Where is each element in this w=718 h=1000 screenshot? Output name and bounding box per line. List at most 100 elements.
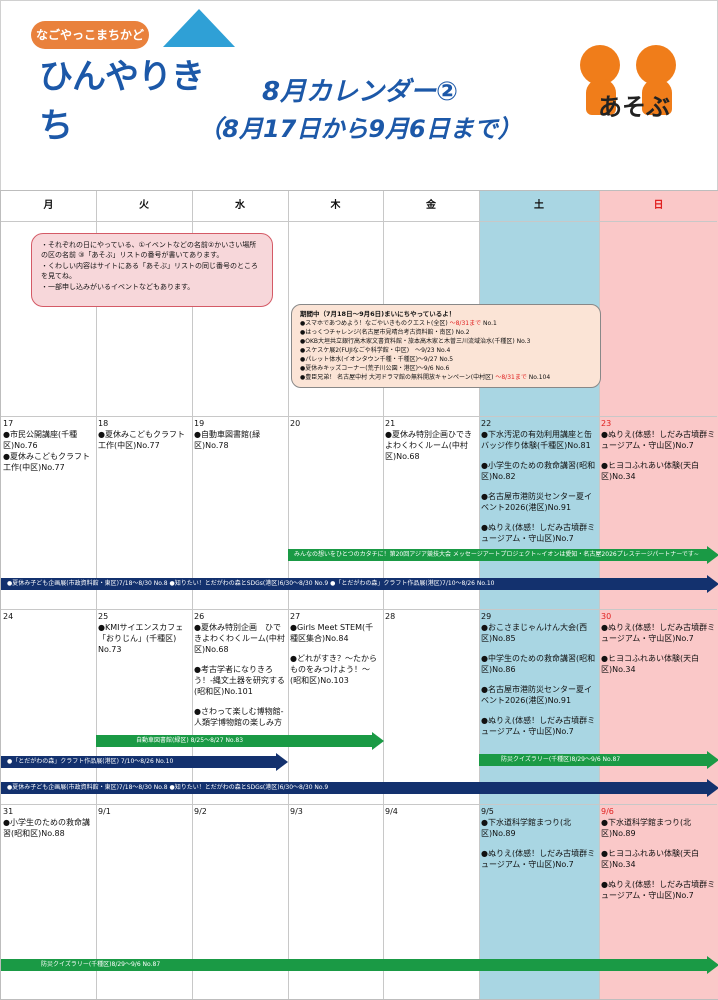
day-number: 31 — [3, 807, 14, 816]
note-line: ・一部申し込みがいるイベントなどもあります。 — [41, 283, 195, 291]
day-cell[interactable]: 19 ●自動車図書館(緑区)No.78 — [192, 417, 288, 567]
event-bar[interactable]: 防災クイズラリー(千種区)8/29～9/6 No.87 — [1, 956, 718, 974]
day-cell[interactable]: 18 ●夏休みこどもクラフト工作(中区)No.77 — [96, 417, 192, 567]
event-item[interactable]: ●おこさまじゃんけん大会(西区)No.85 — [481, 623, 588, 643]
event-item[interactable]: ●下水汚泥の有効利用講座と缶バッジ作り体験(千種区)No.81 — [481, 430, 592, 450]
bar-body — [96, 735, 372, 747]
event-item[interactable]: ●どれがすき？～たからものをみつけよう！～(昭和区)No.103 — [290, 654, 377, 685]
bar-label: 自動車図書館(緑区) 8/25～8/27 No.83 — [136, 737, 244, 744]
sunday-column-bg — [599, 191, 718, 999]
event-item[interactable]: ●さわって楽しむ博物館-人類学博物館の楽しみ方(昭和区)No.102 — [194, 707, 284, 726]
day-number: 9/6 — [601, 807, 614, 816]
ongoing-item[interactable]: ●パレット体水(イオンタウン千種・千種区)～9/27 No.5 — [300, 356, 454, 363]
grid-line — [599, 191, 600, 999]
event-item[interactable]: ●名古屋市港防災センター夏イベント2026(港区)No.91 — [481, 492, 592, 512]
day-number: 20 — [290, 419, 301, 428]
event-item[interactable]: ●考古学者になりきろう！-縄文土器を研究する(昭和区)No.101 — [194, 665, 285, 696]
event-item[interactable]: ●Girls Meet STEM(千種区集合)No.84 — [290, 623, 374, 643]
event-item[interactable]: ●下水道科学館まつり(北区)No.89 — [601, 818, 692, 838]
day-cell[interactable]: 26 ●夏休み特別企画 ひできよわくわくルーム(中村区)No.68 ●考古学者に… — [192, 610, 288, 726]
event-item[interactable]: ●ぬりえ(体感！しだみ古墳群ミュージアム・守山区)No.7 — [481, 523, 596, 543]
day-cell[interactable]: 27 ●Girls Meet STEM(千種区集合)No.84 ●どれがすき？～… — [288, 610, 383, 720]
grid-line — [96, 191, 97, 999]
bar-label: ●夏休み子ども企画展(市政資料館・東区)7/18～8/30 No.8 ●知りたい… — [7, 784, 329, 791]
day-cell[interactable]: 17 ●市民公開講座(千種区)No.76 ●夏休みこどもクラフト工作(中区)No… — [1, 417, 96, 567]
event-item[interactable]: ●KMIサイエンスカフェ「おりじん」(千種区) No.73 — [98, 623, 185, 654]
day-cell[interactable]: 9/3 — [288, 805, 383, 935]
person-body-icon — [586, 79, 616, 115]
event-bar[interactable]: 自動車図書館(緑区) 8/25～8/27 No.83 — [96, 732, 384, 750]
day-cell-saturday[interactable]: 29 ●おこさまじゃんけん大会(西区)No.85 ●中学生のための救命講習(昭和… — [479, 610, 599, 738]
event-item[interactable]: ●名古屋市港防災センター夏イベント2026(港区)No.91 — [481, 685, 592, 705]
event-item[interactable]: ●小学生のための救命講習(昭和区)No.88 — [3, 818, 90, 838]
event-item[interactable]: ●中学生のための救命講習(昭和区)No.86 — [481, 654, 596, 674]
event-bar[interactable]: みんなの想いをひとつのカタチに！第20回アジア競技大会 メッセージアートプロジェ… — [288, 546, 718, 564]
arrow-right-icon — [707, 546, 718, 564]
day-number: 17 — [3, 419, 14, 428]
asobu-logo: あそぶ — [576, 41, 696, 123]
arrow-right-icon — [707, 956, 718, 974]
day-cell-sunday[interactable]: 23 ●ぬりえ(体感！しだみ古墳群ミュージアム・守山区)No.7 ●ヒヨコふれあ… — [599, 417, 718, 543]
day-cell-saturday[interactable]: 9/5 ●下水道科学館まつり(北区)No.89 ●ぬりえ(体感！しだみ古墳群ミュ… — [479, 805, 599, 935]
event-item[interactable]: ●ぬりえ(体感！しだみ古墳群ミュージアム・守山区)No.7 — [601, 430, 716, 450]
weekday-tue: 火 — [139, 200, 149, 211]
weekday-thu: 木 — [330, 200, 341, 211]
ongoing-item[interactable]: ●豊臣兄弟！ 名古屋中村 大河ドラマ館の無料開放キャンペーン(中村区) ～8/3… — [300, 374, 551, 381]
day-number: 22 — [481, 419, 492, 428]
bar-body — [479, 754, 707, 766]
event-item[interactable]: ●夏休み特別企画ひできよわくわくルーム(中村区)No.68 — [385, 430, 472, 461]
weekday-sat: 土 — [534, 200, 544, 211]
ongoing-item[interactable]: ●夏休みキッズコーナー(荒子川公園・港区)～9/6 No.6 — [300, 365, 450, 372]
day-cell-sunday[interactable]: 9/6 ●下水道科学館まつり(北区)No.89 ●ヒヨコふれあい体験(天白区)N… — [599, 805, 718, 935]
arrow-right-icon — [276, 753, 288, 771]
logo-subtitle: なごやっこまちかど — [31, 21, 149, 49]
day-number: 27 — [290, 612, 301, 621]
event-bar[interactable]: ●夏休み子ども企画展(市政資料館・東区)7/18～8/30 No.8 ●知りたい… — [1, 575, 718, 593]
event-bar[interactable]: 防災クイズラリー(千種区)8/29～9/6 No.87 — [479, 751, 718, 769]
event-item[interactable]: ●下水道科学館まつり(北区)No.89 — [481, 818, 572, 838]
event-item[interactable]: ●ヒヨコふれあい体験(天白区)No.34 — [601, 654, 700, 674]
event-item[interactable]: ●ぬりえ(体感！しだみ古墳群ミュージアム・守山区)No.7 — [481, 849, 596, 869]
day-number: 30 — [601, 612, 612, 621]
bar-label: みんなの想いをひとつのカタチに！第20回アジア競技大会 メッセージアートプロジェ… — [294, 551, 699, 558]
day-number: 29 — [481, 612, 492, 621]
ongoing-item[interactable]: ●はっくつチャレンジ(名古屋市見晴台考古資料館・南区) No.2 — [300, 329, 470, 336]
day-number: 9/2 — [194, 807, 207, 816]
day-number: 25 — [98, 612, 109, 621]
day-cell[interactable]: 25 ●KMIサイエンスカフェ「おりじん」(千種区) No.73 — [96, 610, 192, 720]
bar-body — [1, 578, 707, 590]
logo-title: ひんやりきち — [39, 57, 205, 146]
logo-hinyari-kichi: なごやっこまちかど ひんやりきち — [31, 9, 236, 146]
day-cell-sunday[interactable]: 30 ●ぬりえ(体感！しだみ古墳群ミュージアム・守山区)No.7 ●ヒヨコふれあ… — [599, 610, 718, 738]
day-cell[interactable]: 21 ●夏休み特別企画ひできよわくわくルーム(中村区)No.68 — [383, 417, 479, 567]
day-cell-saturday[interactable]: 22 ●下水汚泥の有効利用講座と缶バッジ作り体験(千種区)No.81 ●小学生の… — [479, 417, 599, 543]
event-bar[interactable]: ●「とだがわの森」クラフト作品展(港区) 7/10～8/26 No.10 — [1, 753, 288, 771]
day-cell[interactable]: 9/4 — [383, 805, 479, 935]
day-cell[interactable]: 9/2 — [192, 805, 288, 935]
day-number: 9/3 — [290, 807, 303, 816]
bar-label: ●夏休み子ども企画展(市政資料館・東区)7/18～8/30 No.8 ●知りたい… — [7, 580, 495, 587]
ongoing-item[interactable]: ●スマホであつめよう！なごやいきものクエスト(全区) ～8/31まで No.1 — [300, 320, 497, 327]
event-item[interactable]: ●市民公開講座(千種区)No.76 — [3, 430, 78, 450]
event-item[interactable]: ●ぬりえ(体感！しだみ古墳群ミュージアム・守山区)No.7 — [601, 880, 716, 900]
event-item[interactable]: ●ヒヨコふれあい体験(天白区)No.34 — [601, 461, 700, 481]
ongoing-item[interactable]: ●OKB大垣共立銀行高木家文書資料館・旅本高木家と木曽三川流域治水(千種区) N… — [300, 338, 531, 345]
event-item[interactable]: ●小学生のための救命講習(昭和区)No.82 — [481, 461, 596, 481]
event-item[interactable]: ●自動車図書館(緑区)No.78 — [194, 430, 261, 450]
event-bar[interactable]: ●夏休み子ども企画展(市政資料館・東区)7/18～8/30 No.8 ●知りたい… — [1, 779, 718, 797]
day-cell[interactable]: 31 ●小学生のための救命講習(昭和区)No.88 — [1, 805, 96, 935]
event-item[interactable]: ●夏休み特別企画 ひできよわくわくルーム(中村区)No.68 — [194, 623, 285, 654]
event-item[interactable]: ●ヒヨコふれあい体験(天白区)No.34 — [601, 849, 700, 869]
day-cell[interactable]: 28 — [383, 610, 479, 720]
ongoing-item[interactable]: ●スケスケ展2(FUJIなごや科学館・中区) ～9/23 No.4 — [300, 347, 451, 354]
ongoing-heading: 期間中（7月18日～9月6日)まいにちやっているよ！ — [300, 310, 456, 318]
event-item[interactable]: ●ぬりえ(体感！しだみ古墳群ミュージアム・守山区)No.7 — [481, 716, 596, 736]
event-item[interactable]: ●ぬりえ(体感！しだみ古墳群ミュージアム・守山区)No.7 — [601, 623, 716, 643]
day-cell[interactable]: 20 — [288, 417, 383, 567]
header: なごやっこまちかど ひんやりきち 8月カレンダー② （8月17日から9月6日まで… — [0, 0, 718, 190]
bar-body — [1, 756, 276, 768]
day-cell[interactable]: 9/1 — [96, 805, 192, 935]
day-cell[interactable]: 24 — [1, 610, 96, 720]
event-item[interactable]: ●夏休みこどもクラフト工作(中区)No.77 — [98, 430, 185, 450]
event-item[interactable]: ●夏休みこどもクラフト工作(中区)No.77 — [3, 452, 90, 472]
